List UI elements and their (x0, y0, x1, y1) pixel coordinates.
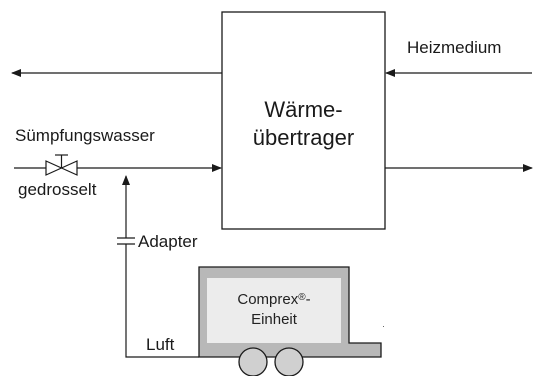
heat-exchanger-box (221, 11, 386, 230)
gedrosselt-label: gedrosselt (18, 180, 97, 199)
trailer-wheel-right (274, 347, 304, 376)
luft-label: Luft (146, 335, 175, 354)
trailer-panel (207, 278, 341, 343)
heat-exchanger-label-line1: Wärme- (264, 97, 343, 122)
comprex-trailer (198, 266, 382, 376)
throttle-valve-icon (45, 154, 78, 176)
suempfungswasser-label: Sümpfungswasser (15, 126, 155, 145)
adapter-label: Adapter (138, 232, 198, 251)
stray-mark (383, 326, 384, 327)
trailer-wheel-left (238, 347, 268, 376)
heat-exchanger-label: Wärme- übertrager (222, 96, 385, 152)
heizmedium-label: Heizmedium (407, 38, 502, 57)
comprex-label: Comprex®- Einheit (207, 290, 341, 330)
adapter-icon (117, 237, 135, 245)
comprex-label-line1: Comprex®- (237, 291, 311, 308)
air-line-lower (125, 244, 199, 358)
heat-exchanger-label-line2: übertrager (252, 125, 355, 150)
comprex-label-line2: Einheit (251, 311, 297, 328)
